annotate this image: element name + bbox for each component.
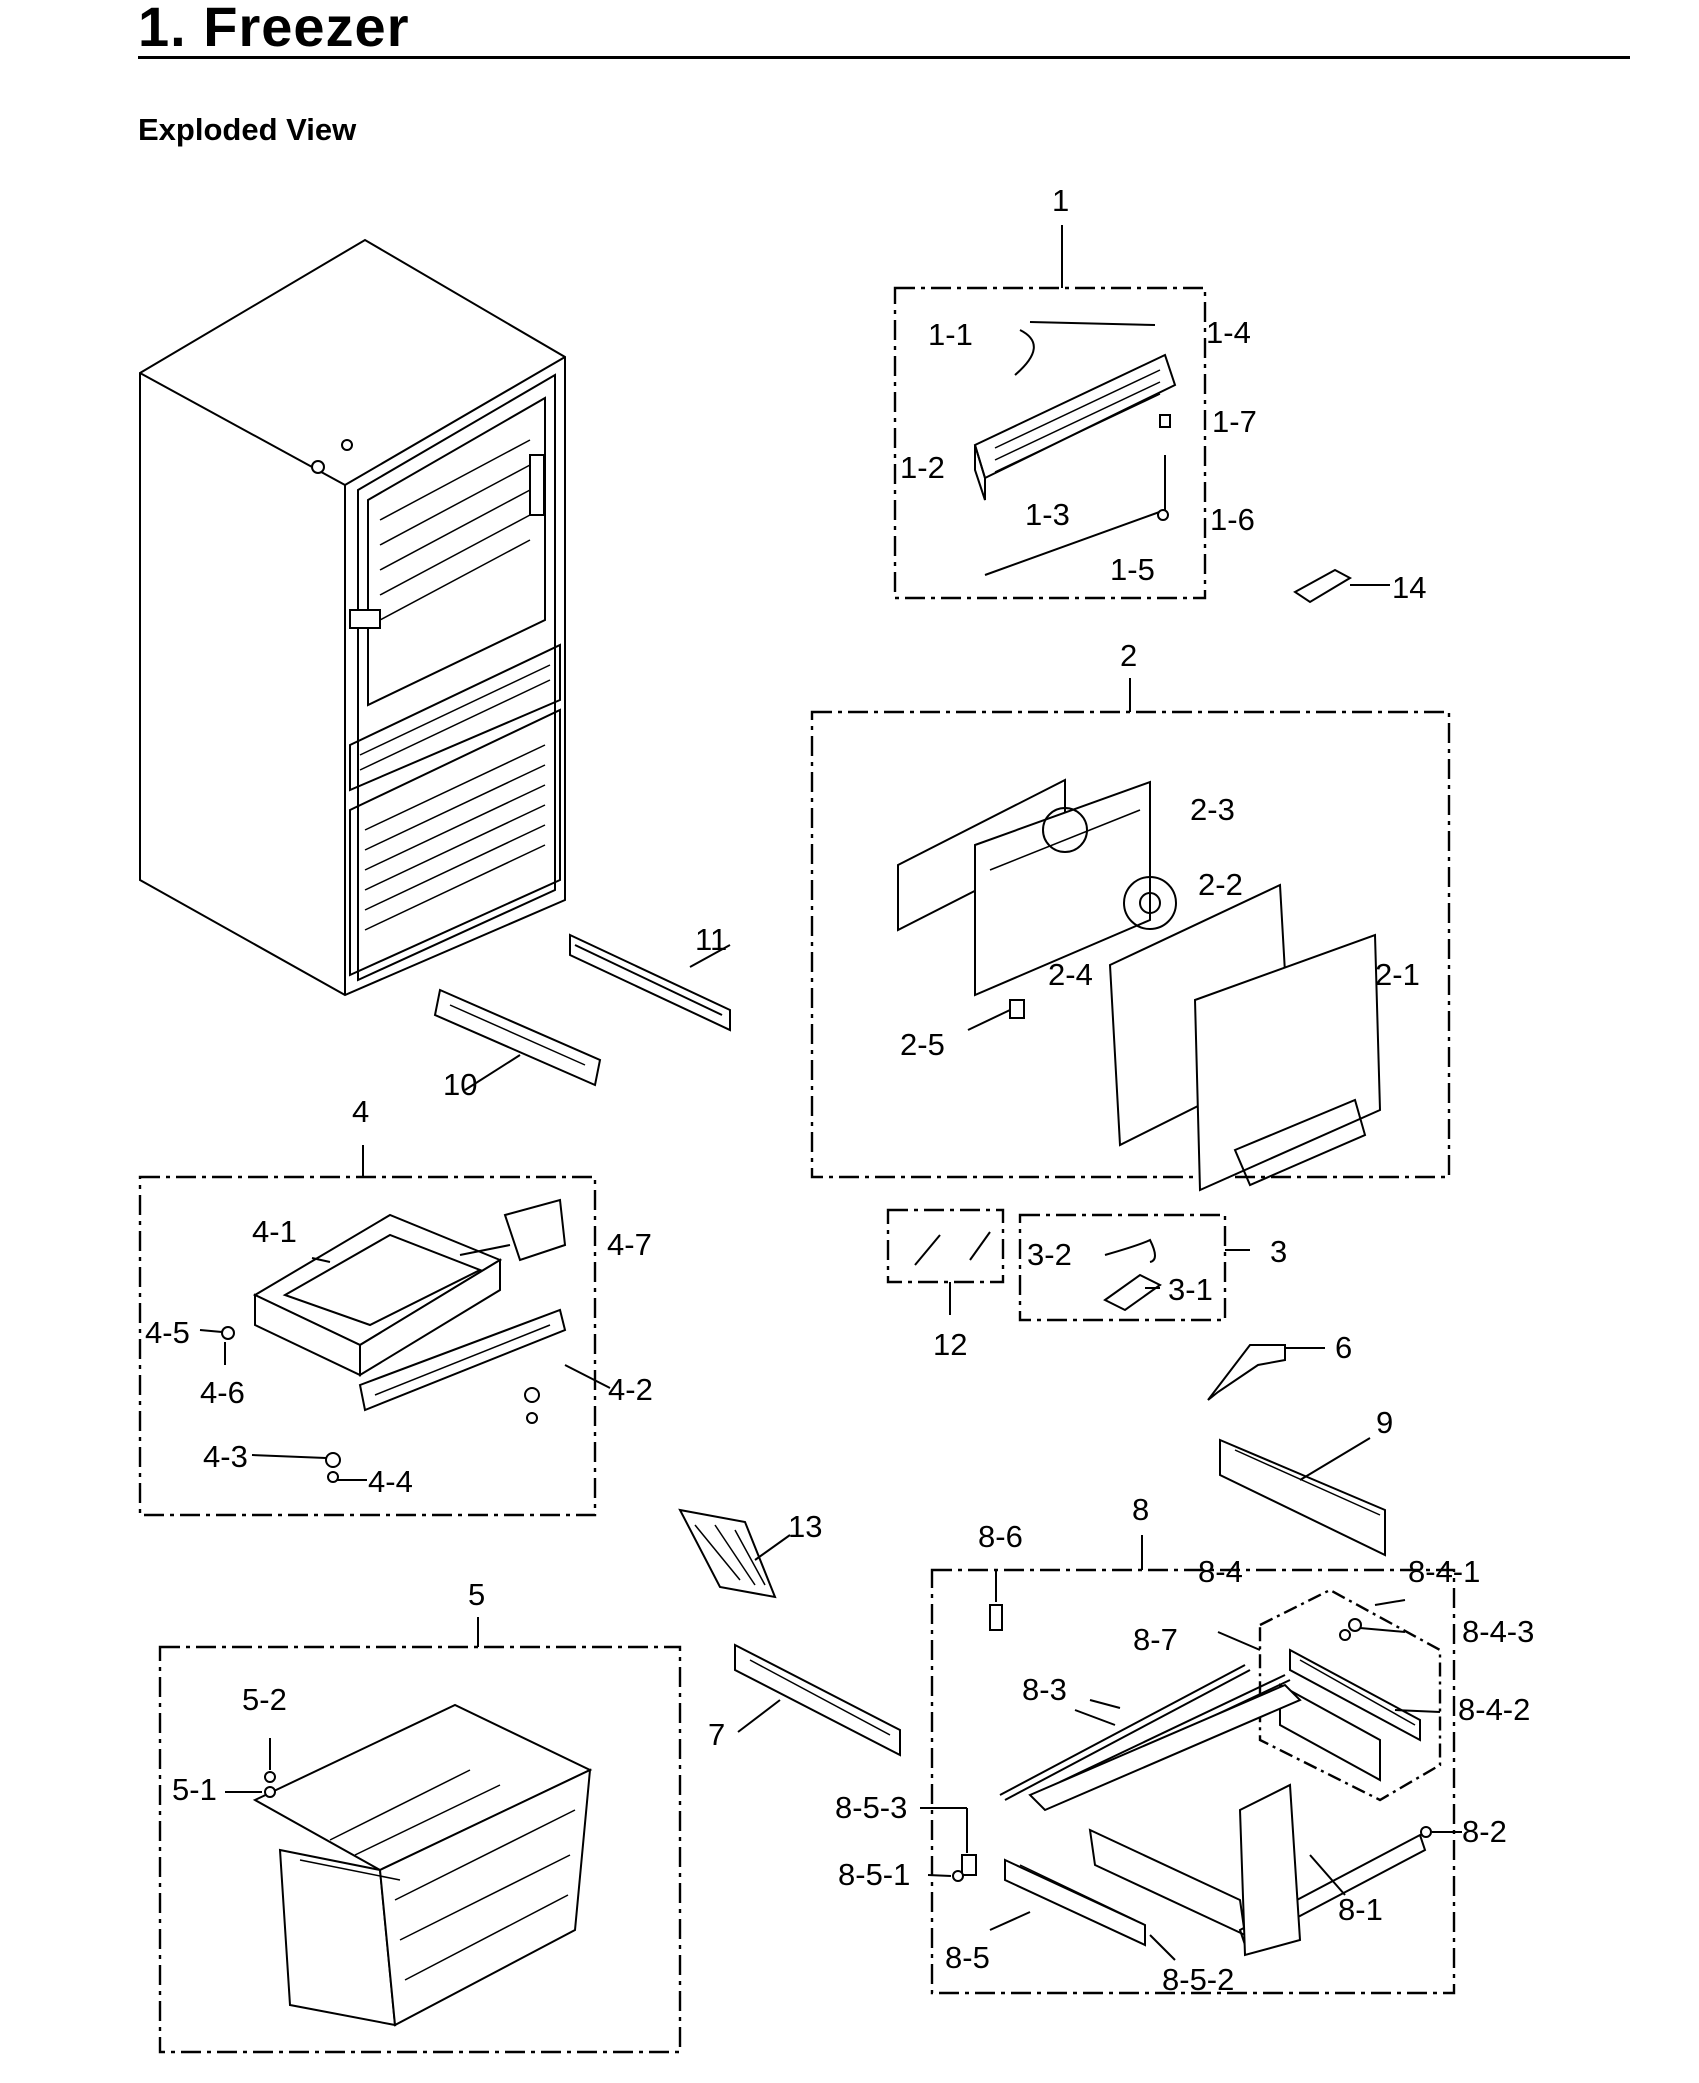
callout-12: 12	[933, 1327, 967, 1362]
section-subtitle: Exploded View	[138, 112, 357, 147]
assembly-1-evaporator	[893, 225, 1207, 600]
callout-6: 6	[1335, 1330, 1352, 1365]
callout-1: 1	[1052, 183, 1069, 218]
callout-5: 5	[468, 1577, 485, 1612]
callout-4-3: 4-3	[203, 1439, 248, 1474]
callout-1-7: 1-7	[1212, 404, 1257, 439]
callout-8-1: 8-1	[1338, 1892, 1383, 1927]
callout-2-2: 2-2	[1198, 867, 1243, 902]
callout-5-1: 5-1	[172, 1772, 217, 1807]
callout-8-6: 8-6	[978, 1519, 1023, 1554]
callout-8: 8	[1132, 1492, 1149, 1527]
callout-14: 14	[1392, 570, 1426, 605]
callout-4-1: 4-1	[252, 1214, 297, 1249]
assembly-4-drawer	[138, 1145, 611, 1517]
part-12	[886, 1208, 1005, 1315]
callout-9: 9	[1376, 1405, 1393, 1440]
callout-8-5-3: 8-5-3	[835, 1790, 907, 1825]
callout-2-5: 2-5	[900, 1027, 945, 1062]
part-14	[1293, 568, 1390, 604]
callout-2-4: 2-4	[1048, 957, 1093, 992]
refrigerator-cabinet	[139, 238, 566, 997]
assembly-8-rail-assembly	[920, 1535, 1462, 1995]
callout-1-6: 1-6	[1210, 502, 1255, 537]
callout-4-2: 4-2	[608, 1372, 653, 1407]
callout-1-2: 1-2	[900, 450, 945, 485]
callout-8-5: 8-5	[945, 1940, 990, 1975]
part-11-rail	[569, 933, 731, 1032]
callout-8-5-1: 8-5-1	[838, 1857, 910, 1892]
assembly-3	[1018, 1213, 1250, 1322]
callout-11: 11	[695, 922, 727, 957]
callout-8-3: 8-3	[1022, 1672, 1067, 1707]
callout-4-4: 4-4	[368, 1464, 413, 1499]
callout-5-2: 5-2	[242, 1682, 287, 1717]
callout-1-5: 1-5	[1110, 552, 1155, 587]
callout-4-7: 4-7	[607, 1227, 652, 1262]
part-7-rail-cover	[734, 1643, 901, 1757]
assembly-2-evaporator-cover	[810, 678, 1451, 1192]
part-10-rail	[433, 988, 602, 1091]
callout-10: 10	[443, 1067, 477, 1102]
callout-labels: 1 1-1 1-2 1-3 1-4 1-5 1-6 1-7 14 2 2-1 2…	[145, 183, 1534, 1997]
callout-13: 13	[788, 1509, 822, 1544]
callout-3-1: 3-1	[1168, 1272, 1213, 1307]
callout-8-4-1: 8-4-1	[1408, 1554, 1480, 1589]
callout-3: 3	[1270, 1234, 1287, 1269]
callout-8-4-3: 8-4-3	[1462, 1614, 1534, 1649]
callout-7: 7	[708, 1717, 725, 1752]
callout-1-4: 1-4	[1206, 315, 1251, 350]
callout-4: 4	[352, 1094, 369, 1129]
callout-8-2: 8-2	[1462, 1814, 1507, 1849]
callout-2-1: 2-1	[1375, 957, 1420, 992]
title-rule	[138, 56, 1630, 59]
part-6-bracket	[1207, 1344, 1325, 1401]
callout-8-5-2: 8-5-2	[1162, 1962, 1234, 1997]
callout-8-4-2: 8-4-2	[1458, 1692, 1530, 1727]
page-title: 1. Freezer	[138, 0, 410, 58]
callout-8-4: 8-4	[1198, 1554, 1243, 1589]
callout-3-2: 3-2	[1027, 1237, 1072, 1272]
part-13-grille	[678, 1508, 791, 1599]
callout-4-6: 4-6	[200, 1375, 245, 1410]
callout-8-7: 8-7	[1133, 1622, 1178, 1657]
callout-4-5: 4-5	[145, 1315, 190, 1350]
callout-1-1: 1-1	[928, 317, 973, 352]
part-9-cover	[1219, 1437, 1386, 1557]
callout-2-3: 2-3	[1190, 792, 1235, 827]
callout-1-3: 1-3	[1025, 497, 1070, 532]
assembly-5-basket	[158, 1617, 682, 2054]
callout-2: 2	[1120, 638, 1137, 673]
